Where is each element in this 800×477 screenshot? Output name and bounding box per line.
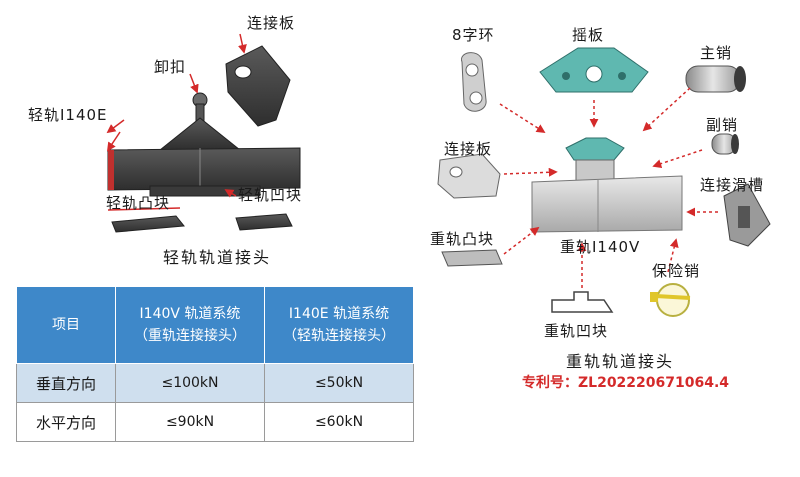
label-main-pin: 主销 [700, 44, 733, 62]
table-row: 垂直方向 ≤100kN ≤50kN [16, 363, 414, 403]
header-i140e-sub: （轻轨连接接头） [283, 328, 395, 344]
cell-i140v: ≤90kN [115, 402, 265, 442]
cell-i140e: ≤50kN [264, 363, 414, 403]
label-connecting-plate-left: 连接板 [247, 14, 296, 32]
light-rail-joint-illustration [107, 45, 301, 233]
label-light-rail-convex: 轻轨凸块 [106, 194, 171, 212]
label-light-rail-concave: 轻轨凹块 [238, 186, 303, 204]
label-rocker-plate: 摇板 [572, 26, 605, 44]
row-name: 垂直方向 [16, 363, 116, 403]
left-pointer-lines [106, 33, 247, 211]
label-light-rail: 轻轨I140E [28, 106, 108, 124]
cell-i140v: ≤100kN [115, 363, 265, 403]
label-connecting-plate-right: 连接板 [444, 140, 493, 158]
label-heavy-rail: 重轨I140V [560, 238, 641, 256]
heavy-rail-joint-illustration [437, 47, 771, 317]
header-i140e: I140E 轨道系统 （轻轨连接接头） [264, 286, 414, 364]
header-i140v-title: I140V 轨道系统 [139, 306, 241, 322]
label-figure8-ring: 8字环 [452, 26, 495, 44]
patent-number: 专利号：ZL202220671064.4 [522, 375, 730, 391]
header-i140v-sub: （重轨连接接头） [134, 328, 246, 344]
row-name: 水平方向 [16, 402, 116, 442]
label-connecting-slot: 连接滑槽 [700, 176, 765, 194]
label-heavy-rail-concave: 重轨凹块 [544, 322, 609, 340]
header-i140e-title: I140E 轨道系统 [288, 306, 390, 322]
table-row: 水平方向 ≤90kN ≤60kN [16, 402, 414, 442]
caption-heavy-rail-joint: 重轨轨道接头 [566, 352, 675, 371]
header-i140v: I140V 轨道系统 （重轨连接接头） [115, 286, 265, 364]
label-heavy-rail-convex: 重轨凸块 [430, 230, 495, 248]
caption-light-rail-joint: 轻轨轨道接头 [163, 248, 272, 267]
label-secondary-pin: 副销 [706, 116, 739, 134]
label-safety-pin: 保险销 [652, 262, 701, 280]
load-capacity-table: 项目 I140V 轨道系统 （重轨连接接头） I140E 轨道系统 （轻轨连接接… [16, 286, 414, 442]
label-shackle: 卸扣 [154, 58, 187, 76]
cell-i140e: ≤60kN [264, 402, 414, 442]
table-header-row: 项目 I140V 轨道系统 （重轨连接接头） I140E 轨道系统 （轻轨连接接… [16, 286, 414, 364]
right-pointer-arrows [499, 87, 718, 288]
header-item: 项目 [16, 286, 116, 364]
